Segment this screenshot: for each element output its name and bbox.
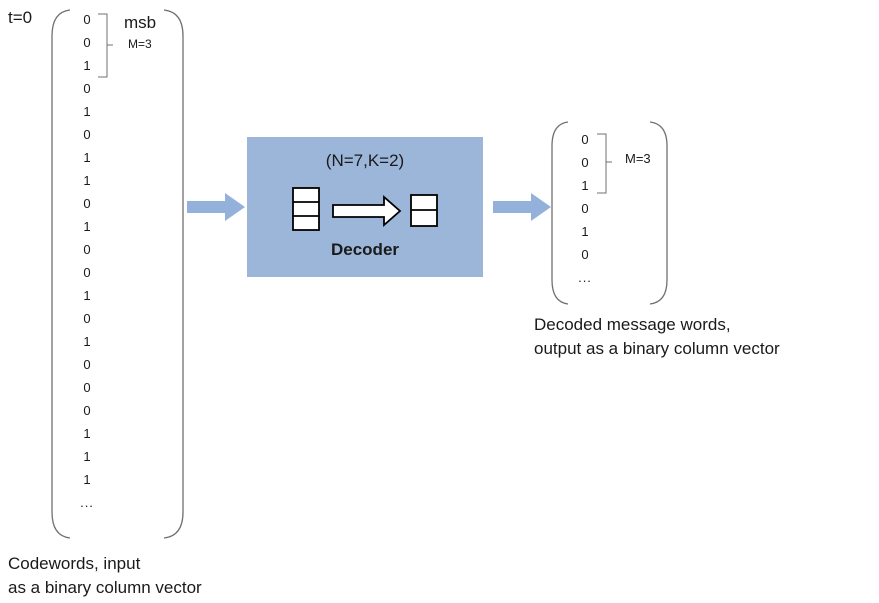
input-bit: 0 (83, 127, 91, 142)
input-m-bracket (98, 13, 113, 78)
input-left-paren (51, 9, 71, 539)
hollow-arrow-icon (332, 195, 402, 227)
output-m-bracket (597, 133, 612, 194)
output-bit: 0 (581, 247, 589, 262)
output-m-label: M=3 (625, 151, 651, 166)
input-bit: 0 (83, 311, 91, 326)
input-caption-line2: as a binary column vector (8, 578, 202, 597)
input-caption: Codewords, input as a binary column vect… (8, 552, 202, 600)
input-caption-line1: Codewords, input (8, 554, 141, 573)
output-ellipsis: ... (578, 270, 592, 285)
input-arrow (187, 193, 245, 221)
input-ellipsis: ... (80, 495, 94, 510)
input-bit: 1 (83, 104, 91, 119)
output-caption-line1: Decoded message words, (534, 315, 731, 334)
output-bit: 0 (581, 201, 589, 216)
output-left-paren (551, 121, 569, 305)
input-bit: 0 (83, 81, 91, 96)
output-bit: 0 (581, 132, 589, 147)
input-m-label: M=3 (128, 37, 152, 51)
input-bit: 1 (83, 150, 91, 165)
input-bit: 0 (83, 357, 91, 372)
output-bit-column: 0 0 1 0 1 0 ... (575, 128, 595, 289)
decoder-params: (N=7,K=2) (325, 151, 405, 170)
time-label: t=0 (8, 8, 33, 27)
output-right-paren (649, 121, 668, 305)
output-caption: Decoded message words, output as a binar… (534, 313, 780, 361)
input-bit: 0 (83, 35, 91, 50)
input-bit: 0 (83, 242, 91, 257)
input-bit: 0 (83, 196, 91, 211)
input-bit: 0 (83, 380, 91, 395)
output-bit: 0 (581, 155, 589, 170)
input-bit: 1 (83, 334, 91, 349)
input-bit-column: 0 0 1 0 1 0 1 1 0 1 0 0 1 0 1 0 0 0 1 1 … (77, 8, 97, 514)
input-bit: 1 (83, 426, 91, 441)
input-bit: 1 (83, 219, 91, 234)
msb-label: msb (124, 13, 157, 32)
output-bit: 1 (581, 224, 589, 239)
output-bit: 1 (581, 178, 589, 193)
input-bit: 1 (83, 173, 91, 188)
codeword-stack-icon (292, 187, 320, 231)
decoder-label: Decoder (330, 240, 400, 259)
input-bit: 0 (83, 265, 91, 280)
message-stack-icon (410, 194, 438, 227)
input-bit: 1 (83, 288, 91, 303)
input-bit: 1 (83, 58, 91, 73)
input-bit: 0 (83, 403, 91, 418)
output-caption-line2: output as a binary column vector (534, 339, 780, 358)
input-right-paren (163, 9, 184, 539)
output-arrow (493, 193, 551, 221)
input-bit: 1 (83, 449, 91, 464)
input-bit: 0 (83, 12, 91, 27)
input-bit: 1 (83, 472, 91, 487)
